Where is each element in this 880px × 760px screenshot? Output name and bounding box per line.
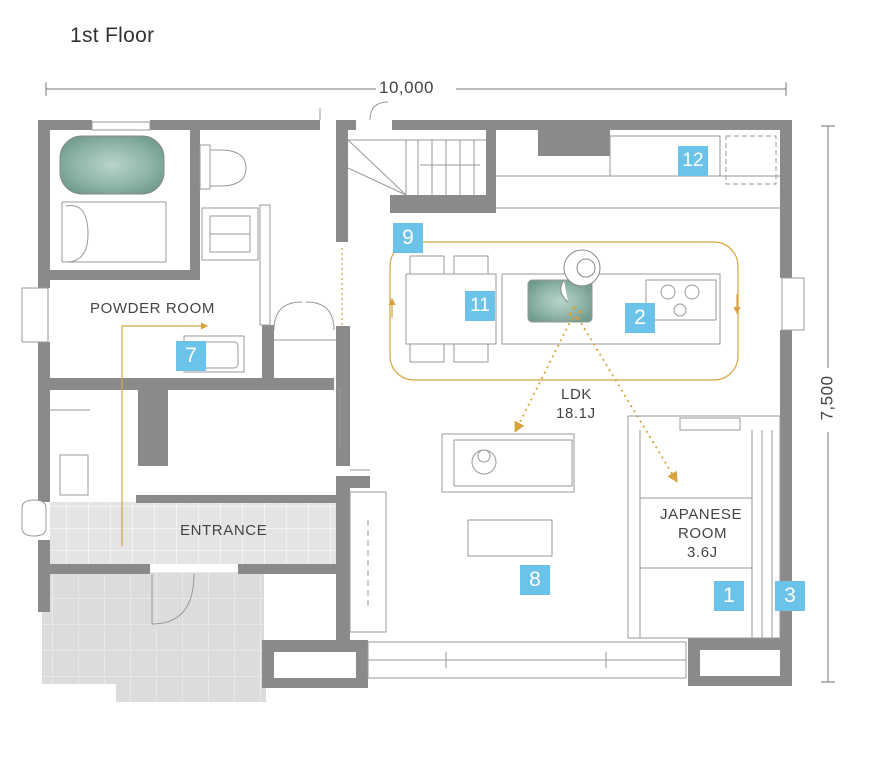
badge-7: 7 (176, 341, 206, 371)
sofa (441, 433, 575, 493)
entrance-tile-floor (50, 502, 336, 564)
japanese-room-size-label: 3.6J (687, 544, 718, 561)
porch-tile-floor-lower (116, 640, 266, 702)
windows (21, 121, 805, 679)
entrance-label: ENTRANCE (180, 522, 268, 539)
bath-basin (61, 201, 167, 263)
japanese-room-label-line1: JAPANESE (660, 506, 743, 523)
door-swings (151, 101, 389, 625)
partition-lines (50, 339, 370, 496)
tv-board (349, 491, 387, 633)
coffee-table (467, 519, 553, 557)
dimension-depth-line (821, 125, 835, 683)
badge-9: 9 (393, 223, 423, 253)
badge-8: 8 (520, 565, 550, 595)
washer (201, 204, 271, 326)
sightline-origin (568, 306, 582, 320)
entrance-flow-arrow (121, 322, 209, 546)
japanese-room-label-line2: ROOM (678, 525, 728, 542)
ldk-label: LDK (561, 386, 592, 403)
floor-title: 1st Floor (70, 24, 155, 47)
stairs (347, 139, 486, 196)
toilet (199, 144, 247, 190)
ldk-size-label: 18.1J (556, 405, 596, 422)
badge-2: 2 (625, 303, 655, 333)
badge-3: 3 (775, 581, 805, 611)
kitchen-island (501, 273, 721, 345)
dining-table (405, 255, 497, 363)
powder-room-label: POWDER ROOM (90, 300, 215, 317)
badge-1: 1 (714, 581, 744, 611)
sightlines (514, 317, 678, 483)
kitchen-back-counter (496, 135, 780, 209)
japanese-room (627, 415, 781, 639)
depth-dimension-label: 7,500 (817, 372, 838, 424)
person-cook (560, 249, 601, 303)
width-dimension-label: 10,000 (376, 78, 437, 98)
badge-11: 11 (465, 291, 495, 321)
badge-12: 12 (678, 146, 708, 176)
bathtub (59, 135, 165, 195)
dimension-width-line (45, 82, 787, 96)
walls (38, 120, 792, 688)
